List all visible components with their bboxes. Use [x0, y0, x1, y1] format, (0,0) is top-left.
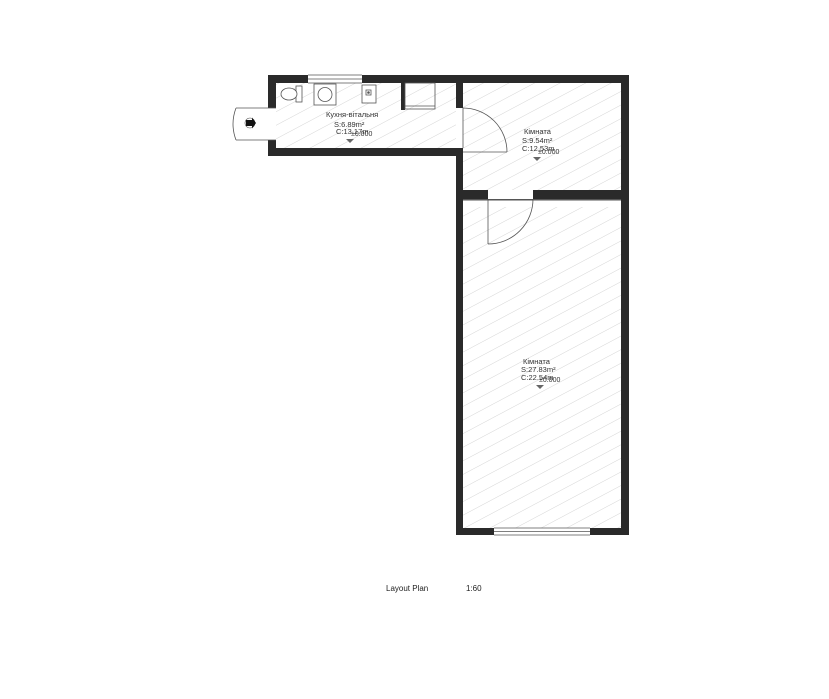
room2-area: S:27.83m²: [521, 365, 556, 374]
room1-area: S:9.54m²: [522, 136, 553, 145]
kitchen-bottom-wall: [268, 148, 458, 156]
room2-name: Кімната: [523, 357, 551, 366]
room2-label: Кімната S:27.83m² C:22.54m ±0.000: [521, 357, 560, 389]
room2-floor: [463, 207, 621, 528]
kitchen-left-wall-upper: [268, 75, 276, 108]
walls: [268, 75, 629, 535]
kitchen-area: S:6.89m²: [334, 120, 365, 129]
right-block-bottom-wall-right: [590, 528, 629, 535]
elevation-marker-icon: [346, 139, 354, 143]
door-room1-room2: [487, 198, 534, 245]
room1-floor: [463, 83, 621, 190]
room1-name: Кімната: [524, 127, 552, 136]
right-block-right-wall: [621, 75, 629, 535]
washer-icon: [313, 83, 337, 106]
partition-wall: [401, 80, 405, 110]
room2-perimeter: C:22.54m: [521, 373, 554, 382]
right-block-left-wall-lower: [456, 148, 463, 535]
layout-plan-title: Layout Plan: [386, 584, 429, 593]
right-block-bottom-wall-left: [456, 528, 494, 535]
room1-perimeter: C:12.53m: [522, 144, 555, 153]
bottom-window: [494, 527, 590, 536]
door-kitchen-room1: [462, 107, 508, 153]
kitchen-top-wall-right: [362, 75, 458, 83]
interior-wall-right: [533, 190, 629, 199]
elevation-marker-icon: [536, 385, 544, 389]
toilet-icon: [280, 85, 303, 103]
right-block-left-wall-upper: [456, 75, 463, 108]
room1-elevation: ±0.000: [538, 149, 559, 156]
entrance-door: [232, 107, 276, 141]
room2-elevation: ±0.000: [539, 377, 560, 384]
kitchen-elevation: ±0.000: [351, 131, 372, 138]
kitchen-perimeter: C:13.17m: [336, 127, 369, 136]
elevation-marker-icon: [533, 157, 541, 161]
windows: [308, 74, 590, 536]
kitchen-label: Кухня-вітальня S:6.89m² C:13.17m ±0.000: [326, 110, 378, 143]
floor-hatching: [276, 83, 621, 528]
plan-scale: 1:60: [466, 584, 482, 593]
closet-box: [404, 82, 436, 110]
right-block-top-wall: [456, 75, 629, 83]
interior-wall-inner-line: [463, 199, 621, 201]
kitchen-top-wall-left: [268, 75, 308, 83]
kitchen-name: Кухня-вітальня: [326, 110, 378, 119]
doors: [232, 107, 534, 245]
kitchen-window: [308, 74, 362, 84]
fixtures: [280, 82, 436, 110]
entrance-arrow-icon: [244, 117, 256, 129]
room1-label: Кімната S:9.54m² C:12.53m ±0.000: [522, 127, 559, 161]
sink-icon: [361, 84, 377, 104]
interior-wall-left: [456, 190, 488, 199]
